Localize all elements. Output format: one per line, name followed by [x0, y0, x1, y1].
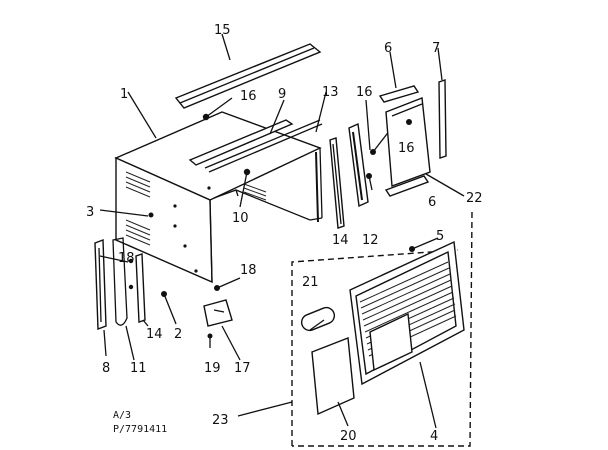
- label-6-top: 6: [384, 41, 392, 56]
- label-3: 3: [86, 205, 94, 220]
- label-12: 12: [362, 233, 379, 248]
- label-15: 15: [214, 23, 231, 38]
- label-18-top: 18: [118, 251, 135, 266]
- part-top-rail: [174, 43, 322, 109]
- label-4: 4: [430, 429, 438, 444]
- label-2: 2: [174, 327, 182, 342]
- label-17: 17: [234, 361, 251, 376]
- part-side-frame: [348, 122, 391, 208]
- label-13: 13: [322, 85, 339, 100]
- part-front-grille: [349, 240, 465, 386]
- label-5: 5: [436, 229, 444, 244]
- label-20: 20: [340, 429, 357, 444]
- label-21: 21: [302, 275, 319, 290]
- label-10: 10: [232, 211, 249, 226]
- part-filter: [311, 337, 355, 416]
- label-11: 11: [130, 361, 147, 376]
- label-16-top: 16: [240, 89, 257, 104]
- label-9: 9: [278, 87, 286, 102]
- part-rear-bracket: [329, 137, 345, 229]
- label-6-bottom: 6: [428, 195, 436, 210]
- label-7: 7: [432, 41, 440, 56]
- part-side-panel-assembly: [378, 79, 447, 197]
- part-screw-10: [239, 168, 251, 208]
- label-16-panel: 16: [398, 141, 415, 156]
- part-screw-3: [148, 212, 154, 218]
- code-line-1: A/3: [113, 410, 131, 421]
- diagram-code: A/3 P/7791411: [113, 410, 167, 435]
- part-clip: [203, 299, 233, 348]
- part-screw-18-bottom: [214, 277, 241, 291]
- label-14-rear: 14: [332, 233, 349, 248]
- cabinet-rear-hatch: [243, 183, 267, 201]
- part-labels: 15 1 16 9 13 16 6 7 16 22 6 3 10 14 12 5…: [86, 23, 483, 444]
- front-assembly-box: [237, 211, 473, 447]
- part-screw-5: [409, 237, 439, 252]
- label-16-mid: 16: [356, 85, 373, 100]
- part-screw-2: [161, 291, 177, 325]
- leader-lines: [99, 33, 465, 429]
- label-1: 1: [120, 87, 128, 102]
- cabinet-louvers: [125, 171, 151, 246]
- part-left-brackets: [94, 237, 146, 330]
- label-8: 8: [102, 361, 110, 376]
- part-screw-16-top: [202, 97, 233, 121]
- label-23: 23: [212, 413, 229, 428]
- part-oval-knob: [300, 306, 336, 332]
- label-18-bottom: 18: [240, 263, 257, 278]
- part-cabinet-top-rails: [188, 119, 323, 173]
- label-19: 19: [204, 361, 221, 376]
- label-14-left: 14: [146, 327, 163, 342]
- code-line-2: P/7791411: [113, 424, 167, 435]
- label-22: 22: [466, 191, 483, 206]
